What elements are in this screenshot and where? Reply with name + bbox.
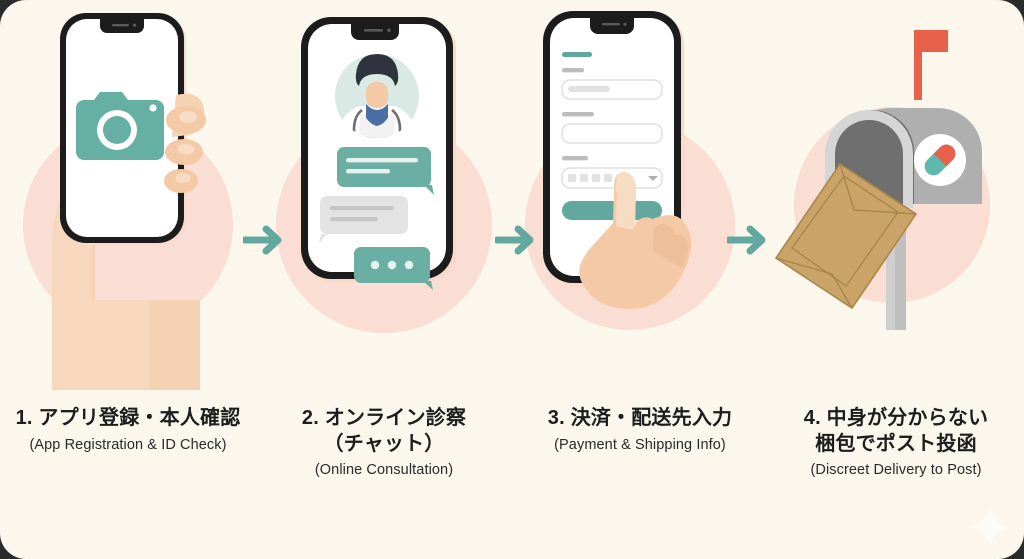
step-title-ja-3: 3. 決済・配送先入力: [547, 407, 733, 429]
step-item-1: 1. アプリ登録・本人確認 (App Registration & ID Che…: [0, 0, 256, 559]
sparkle-watermark-icon: [970, 507, 1010, 547]
pill-badge-icon: [914, 134, 966, 186]
pointing-hand: [579, 172, 692, 309]
step-title-en-2: (Online Consultation): [314, 462, 454, 479]
chevron-down-icon: [648, 176, 658, 181]
step-title-ja-4: 4. 中身が分からない 梱包でポスト投函: [803, 407, 989, 455]
hand-holding-phone-camera-illustration: [0, 0, 256, 392]
submit-button: [562, 201, 662, 220]
phone-form-tapping-hand-illustration: [512, 0, 768, 392]
step-caption-4: 4. 中身が分からない 梱包でポスト投函 (Discreet Delivery …: [768, 406, 1024, 480]
step-caption-1: 1. アプリ登録・本人確認 (App Registration & ID Che…: [0, 406, 256, 454]
chat-bubble-user: [319, 196, 408, 243]
camera-icon: [76, 92, 164, 160]
step-caption-3: 3. 決済・配送先入力 (Payment & Shipping Info): [512, 406, 768, 454]
step-title-en-1: (App Registration & ID Check): [29, 436, 227, 453]
step-caption-2: 2. オンライン診察 （チャット） (Online Consultation): [256, 406, 512, 480]
step-title-en-3: (Payment & Shipping Info): [554, 436, 726, 453]
step-item-4: 4. 中身が分からない 梱包でポスト投函 (Discreet Delivery …: [768, 0, 1024, 559]
step-item-3: 3. 決済・配送先入力 (Payment & Shipping Info): [512, 0, 768, 559]
mailbox-envelope-illustration: [768, 0, 1024, 392]
envelope: [774, 162, 918, 310]
arrow-step1-to-step2: [241, 222, 283, 258]
arrow-step2-to-step3: [493, 222, 535, 258]
step-title-en-4: (Discreet Delivery to Post): [810, 462, 982, 479]
phone-doctor-chat-illustration: [256, 0, 512, 392]
chat-bubble-typing: [354, 247, 433, 290]
arrow-step3-to-step4: [725, 222, 767, 258]
step-title-ja-2: 2. オンライン診察 （チャット）: [301, 407, 467, 455]
step-title-ja-1: 1. アプリ登録・本人確認: [15, 407, 241, 429]
step-item-2: 2. オンライン診察 （チャット） (Online Consultation): [256, 0, 512, 559]
chat-bubble-doctor: [337, 147, 434, 195]
